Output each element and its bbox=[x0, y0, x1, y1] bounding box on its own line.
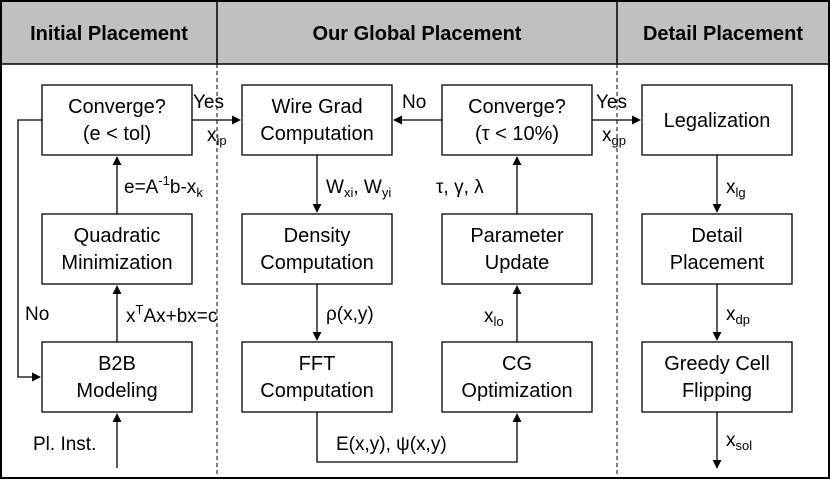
box-density-line2: Computation bbox=[260, 252, 373, 274]
box-quadratic-minimization: Quadratic Minimization bbox=[41, 213, 193, 285]
section-title-detail: Detail Placement bbox=[643, 23, 803, 45]
box-wire-grad-line1: Wire Grad bbox=[271, 96, 362, 118]
arrow-no-loop-left bbox=[17, 119, 42, 382]
box-parameter-line1: Parameter bbox=[470, 225, 564, 247]
label-x-sol: xsol bbox=[726, 430, 752, 453]
box-b2b-modeling: B2B Modeling bbox=[41, 341, 193, 413]
box-greedy-line1: Greedy Cell bbox=[664, 353, 770, 375]
box-converge-right: Converge? (τ < 10%) bbox=[441, 84, 593, 156]
box-converge-right-line2: (τ < 10%) bbox=[475, 123, 559, 145]
box-fft: FFT Computation bbox=[241, 341, 393, 413]
box-b2b-line2: Modeling bbox=[76, 380, 157, 402]
box-density-line1: Density bbox=[284, 225, 351, 247]
box-greedy-cell-flipping: Greedy Cell Flipping bbox=[641, 341, 793, 413]
label-e-psi: E(x,y), ψ(x,y) bbox=[336, 434, 447, 455]
box-detail-line2: Placement bbox=[670, 252, 765, 274]
box-converge-left-line2: (e < tol) bbox=[83, 123, 151, 145]
label-w-gradients: Wxi, Wyi bbox=[326, 177, 391, 200]
box-cg-line1: CG bbox=[502, 353, 532, 375]
label-no-left: No bbox=[25, 304, 49, 325]
label-x-ip: xip bbox=[207, 125, 227, 148]
header-band bbox=[1, 1, 829, 64]
box-fft-line1: FFT bbox=[299, 353, 336, 375]
label-no-middle: No bbox=[402, 92, 426, 113]
label-x-lg: xlg bbox=[726, 177, 746, 200]
box-converge-left: Converge? (e < tol) bbox=[41, 84, 193, 156]
box-wire-grad: Wire Grad Computation bbox=[241, 84, 393, 156]
label-e-formula: e=A-1b-xk bbox=[124, 173, 203, 200]
box-detail-line1: Detail bbox=[691, 225, 742, 247]
box-quadratic-line1: Quadratic bbox=[74, 225, 161, 247]
label-x-gp: xgp bbox=[602, 125, 626, 148]
label-params: τ, γ, λ bbox=[436, 177, 484, 198]
label-x-dp: xdp bbox=[726, 304, 750, 327]
box-b2b-line1: B2B bbox=[98, 353, 136, 375]
box-cg-line2: Optimization bbox=[461, 380, 572, 402]
box-parameter-update: Parameter Update bbox=[441, 213, 593, 285]
box-converge-left-line1: Converge? bbox=[68, 96, 166, 118]
section-title-initial: Initial Placement bbox=[30, 23, 188, 45]
box-converge-right-line1: Converge? bbox=[468, 96, 566, 118]
box-legalization-line1: Legalization bbox=[664, 110, 771, 132]
box-legalization: Legalization bbox=[641, 84, 793, 156]
box-wire-grad-line2: Computation bbox=[260, 123, 373, 145]
box-quadratic-line2: Minimization bbox=[61, 252, 172, 274]
connectors bbox=[17, 115, 722, 469]
box-cg-optimization: CG Optimization bbox=[441, 341, 593, 413]
box-fft-line2: Computation bbox=[260, 380, 373, 402]
label-pl-inst: Pl. Inst. bbox=[33, 434, 96, 455]
label-rho: ρ(x,y) bbox=[326, 304, 374, 325]
box-detail-placement: Detail Placement bbox=[641, 213, 793, 285]
label-yes-left: Yes bbox=[193, 92, 224, 113]
label-yes-right: Yes bbox=[596, 92, 627, 113]
box-parameter-line2: Update bbox=[485, 252, 550, 274]
box-greedy-line2: Flipping bbox=[682, 380, 752, 402]
label-x-lo: xlo bbox=[484, 306, 504, 329]
arrow-fft-to-cg bbox=[316, 412, 522, 463]
box-density: Density Computation bbox=[241, 213, 393, 285]
section-title-global: Our Global Placement bbox=[313, 23, 522, 45]
label-quad-formula: xTAx+bx=c bbox=[126, 302, 217, 327]
